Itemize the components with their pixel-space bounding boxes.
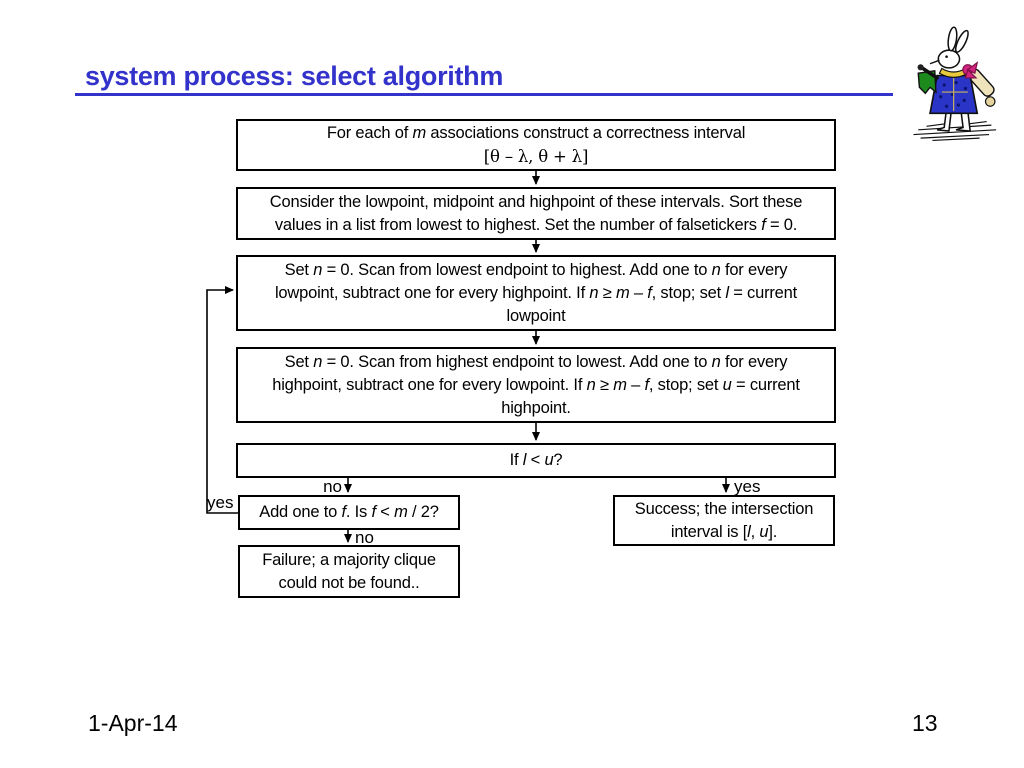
flow-box-increment-f: Add one to f. Is f < m / 2? [238, 495, 460, 530]
flow-box-scan-highest: Set n = 0. Scan from highest endpoint to… [236, 347, 836, 423]
flow-box-construct-interval: For each of m associations construct a c… [236, 119, 836, 171]
footer-date: 1-Apr-14 [88, 710, 178, 736]
rabbit-ears [947, 26, 969, 53]
coat-trim [941, 77, 968, 111]
branch-label-yes: yes [734, 477, 761, 496]
loop-label-yes: yes [207, 493, 234, 512]
trumpet [921, 66, 939, 80]
connector-yes-loop [206, 286, 238, 514]
flow-box-sort-values: Consider the lowpoint, midpoint and high… [236, 187, 836, 240]
flow-box-scan-lowest: Set n = 0. Scan from lowest endpoint to … [236, 255, 836, 331]
branch-label-no: no [323, 477, 342, 496]
branch-label-no-failure: no [355, 528, 374, 547]
flow-box-decision: If l < u? [236, 443, 836, 478]
page-number: 13 [912, 710, 938, 736]
title-underline [75, 93, 893, 96]
slide-title: system process: select algorithm [85, 61, 504, 91]
green-banner [917, 70, 937, 95]
rabbit-head [929, 49, 961, 69]
pink-bow [962, 61, 979, 79]
white-rabbit-illustration [913, 26, 997, 142]
ground-hatching [913, 120, 997, 142]
trumpet-bell [917, 64, 924, 71]
